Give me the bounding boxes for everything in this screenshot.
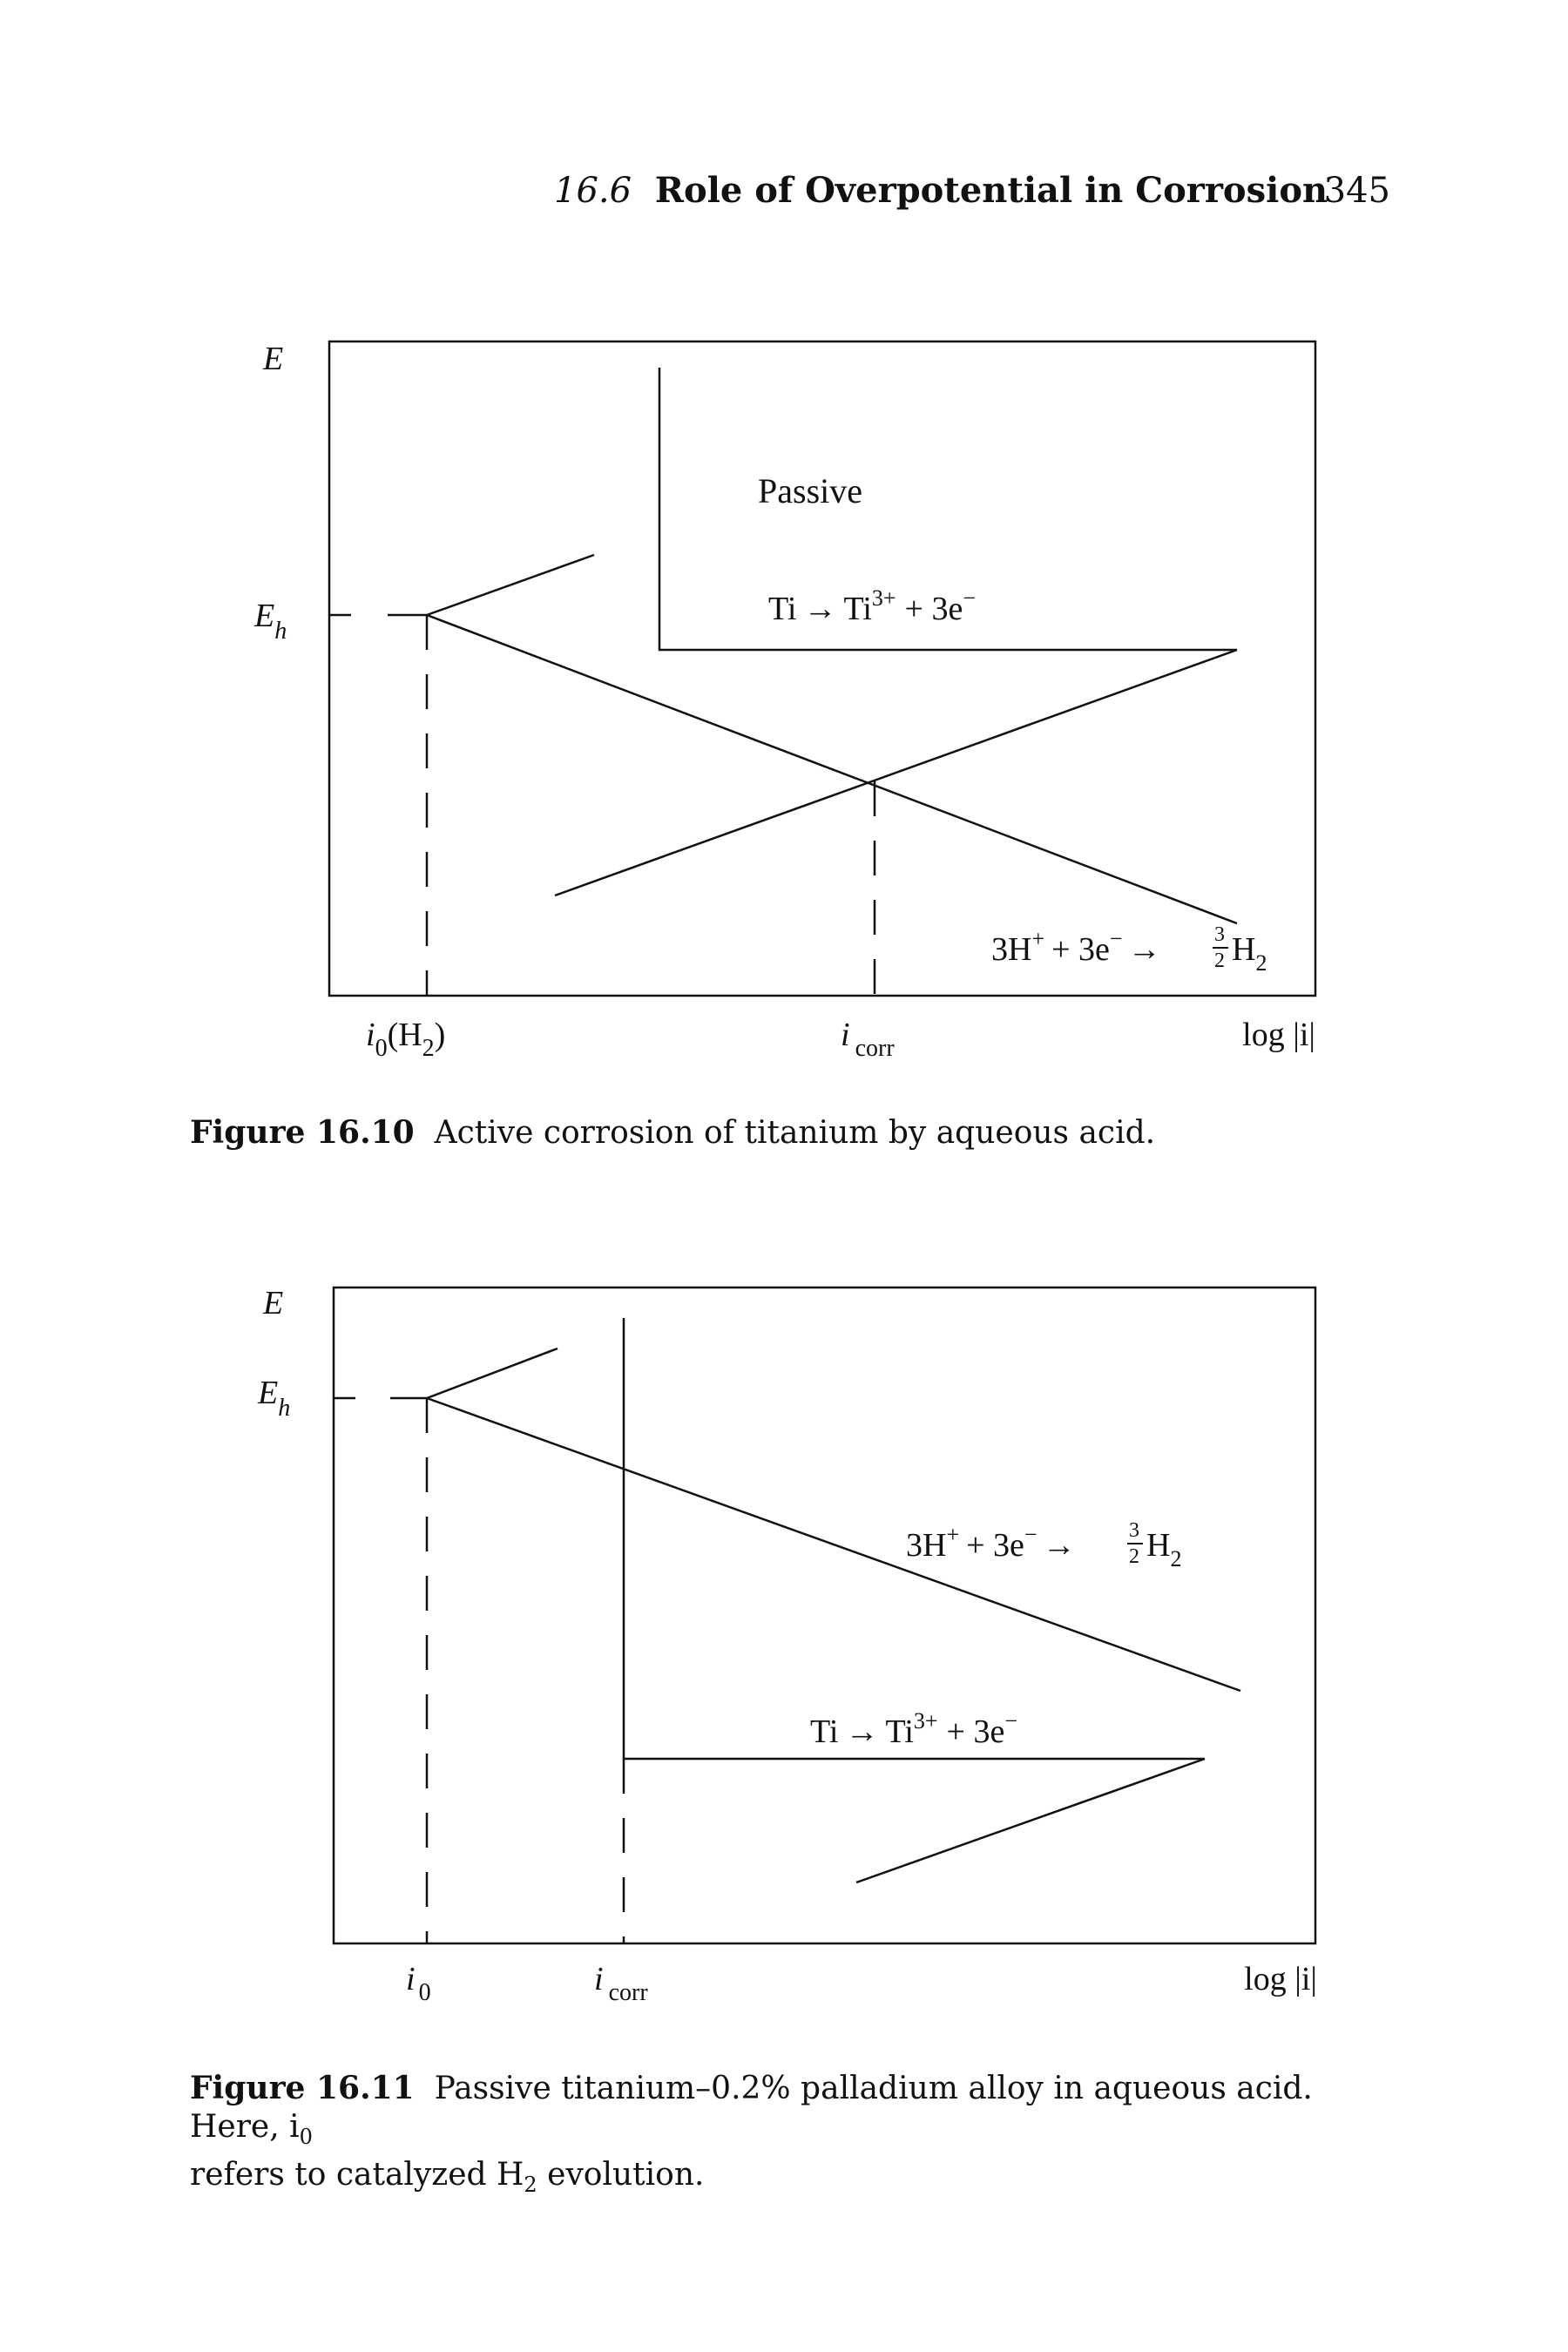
ti-reaction-label: Ti→Ti3++ 3e− — [768, 585, 976, 627]
h-reaction-frac-num: 3 — [1214, 923, 1225, 946]
caption-label: Figure 16.10 — [190, 1114, 415, 1151]
caption-subscript: 0 — [299, 2125, 313, 2150]
section-number: 16.6 — [554, 171, 632, 211]
y-axis-label: E — [262, 341, 283, 377]
h2-reduction-line — [426, 613, 1238, 925]
passive-boundary — [658, 368, 1237, 652]
passive-label: Passive — [758, 471, 862, 510]
ti-reaction-label: Ti→Ti3++ 3e− — [810, 1708, 1017, 1750]
section-title: Role of Overpotential in Corrosion — [655, 170, 1328, 211]
eh-label: Eh — [253, 598, 287, 645]
h2-oxidation-branch — [426, 1347, 558, 1400]
y-axis-label: E — [262, 1285, 283, 1321]
plot-frame — [328, 340, 1317, 997]
i0-h2-label: i0(H2) — [366, 1017, 445, 1062]
caption-text-line-2: refers to catalyzed H — [190, 2157, 524, 2193]
plot-frame — [332, 1286, 1317, 1945]
caption-text: Active corrosion of titanium by aqueous … — [434, 1115, 1156, 1151]
running-head: 16.6 Role of Overpotential in Corrosion — [554, 170, 1328, 211]
figure-16-11-caption: Figure 16.11 Passive titanium–0.2% palla… — [190, 2069, 1409, 2204]
h-reaction-product: H2 — [1146, 1527, 1181, 1571]
h2-oxidation-branch — [426, 553, 595, 617]
caption-subscript-2: 2 — [524, 2173, 537, 2198]
h2-reduction-line — [426, 1396, 1241, 1693]
h-reaction-product: H2 — [1232, 931, 1267, 976]
ti-dissolution-line — [554, 648, 1238, 897]
caption-text: Passive titanium–0.2% palladium alloy in… — [190, 2071, 1313, 2145]
eh-label: Eh — [257, 1375, 290, 1422]
ti-dissolution-line — [855, 1757, 1206, 1884]
figure-16-11 — [332, 1286, 1317, 1945]
figure-16-10 — [328, 340, 1317, 997]
h-reaction-frac-den: 2 — [1214, 950, 1225, 972]
h-reaction-frac-num: 3 — [1129, 1519, 1139, 1542]
h-reaction-frac-den: 2 — [1129, 1545, 1139, 1568]
log-i-label: log |i| — [1242, 1017, 1315, 1053]
h-reaction-label: 3H++ 3e−→ — [991, 926, 1161, 968]
page-number: 345 — [1324, 171, 1390, 211]
caption-label: Figure 16.11 — [190, 2070, 415, 2106]
caption-text-line-2-end: evolution. — [547, 2157, 705, 2193]
figure-16-10-caption: Figure 16.10 Active corrosion of titaniu… — [190, 1113, 1409, 1152]
h-reaction-label: 3H++ 3e−→ — [906, 1522, 1076, 1564]
log-i-label: log |i| — [1244, 1961, 1317, 1997]
